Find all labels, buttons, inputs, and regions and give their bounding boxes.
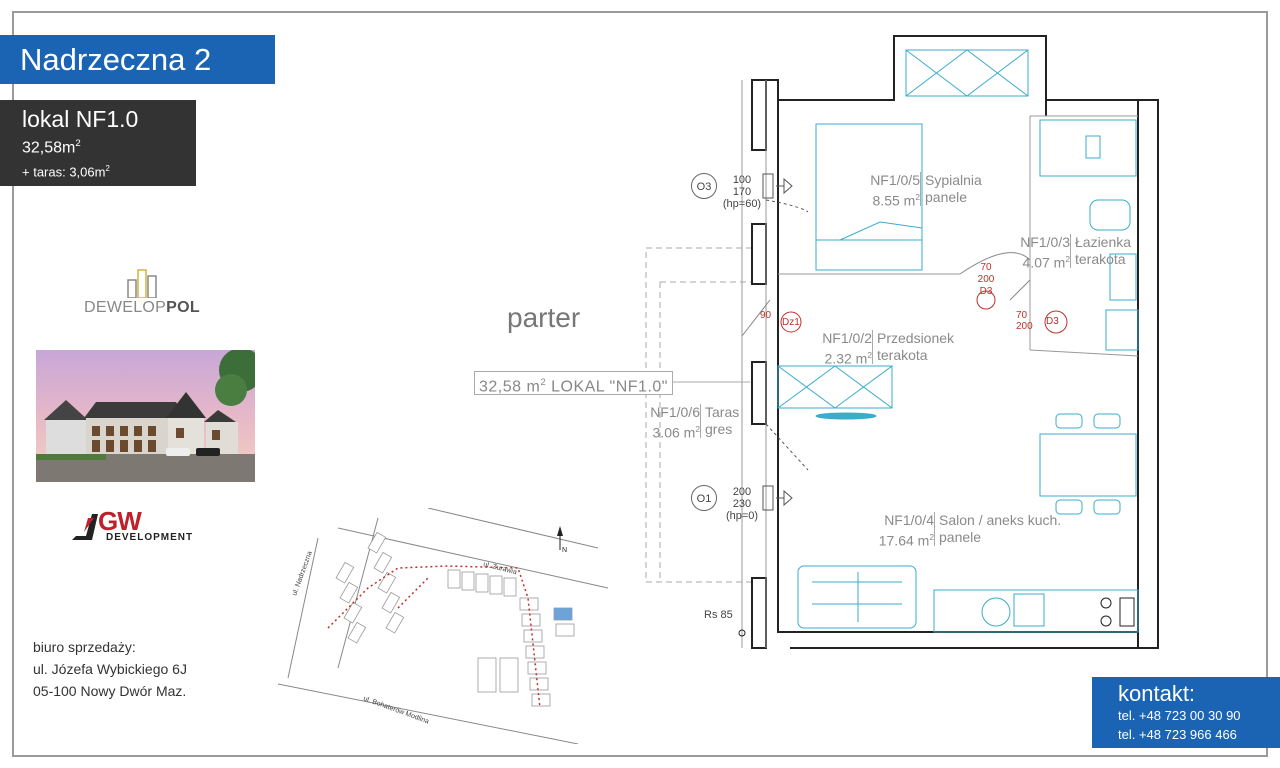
deweloppol-logo: DEWELOPPOL <box>84 268 214 320</box>
door-dz1-dims: 90 <box>760 310 772 321</box>
gw-mark-icon <box>72 514 98 540</box>
level-mark: Rs 85 <box>704 609 733 621</box>
site-map: ul. Nadrzeczna ul. Żurawia ul. Bohaterów… <box>277 507 618 745</box>
window-o3-tag: O3 <box>691 173 717 199</box>
project-title: Nadrzeczna 2 <box>0 35 275 84</box>
gw-development-logo: GW DEVELOPMENT <box>72 506 222 544</box>
door-swings <box>741 252 1031 337</box>
room-living: NF1/0/4 17.64 m2 Salon / aneks kuch.pane… <box>878 512 1062 549</box>
bathroom-fixtures <box>1039 119 1139 351</box>
sales-street: ul. Józefa Wybickiego 6J <box>33 661 187 677</box>
building-photo <box>36 350 255 482</box>
sales-label: biuro sprzedaży: <box>33 639 136 655</box>
unit-info-box: lokal NF1.0 32,58m2 + taras: 3,06m2 <box>0 100 196 186</box>
window-o1 <box>762 423 809 511</box>
unit-name: lokal NF1.0 <box>22 106 139 132</box>
sales-office: biuro sprzedaży: ul. Józefa Wybickiego 6… <box>33 636 187 702</box>
north-arrow-icon: N <box>557 526 567 554</box>
svg-text:N: N <box>562 547 567 554</box>
bed-icon <box>815 123 923 271</box>
outer-walls <box>751 79 1159 649</box>
floor-label: parter <box>507 302 581 333</box>
contact-heading: kontakt: <box>1118 681 1196 706</box>
lokal-area-tag: 32,58 m2 LOKAL "NF1.0" <box>474 371 673 395</box>
unit-location-marker <box>554 608 572 620</box>
unit-area: 32,58m2 <box>22 138 81 157</box>
dining-table <box>1039 413 1137 515</box>
door-d3-bath-tag: D3 <box>1046 316 1059 327</box>
door-dz1-tag: Dz1 <box>782 317 800 328</box>
window-o1-tag: O1 <box>691 485 717 511</box>
page-frame <box>12 11 1268 757</box>
unit-terrace: + taras: 3,06m2 <box>22 164 110 180</box>
building-icon <box>127 269 157 298</box>
kitchen-unit <box>933 589 1139 633</box>
sofa <box>797 565 917 629</box>
wardrobe <box>777 365 893 420</box>
contact-box: kontakt: tel. +48 723 00 30 90 tel. +48 … <box>1092 677 1280 748</box>
contact-phone-2[interactable]: tel. +48 723 966 466 <box>1118 727 1237 742</box>
window-o3 <box>762 173 809 213</box>
sales-city: 05-100 Nowy Dwór Maz. <box>33 683 187 699</box>
terrace-outline <box>645 247 752 583</box>
contact-phone-1[interactable]: tel. +48 723 00 30 90 <box>1118 708 1241 723</box>
